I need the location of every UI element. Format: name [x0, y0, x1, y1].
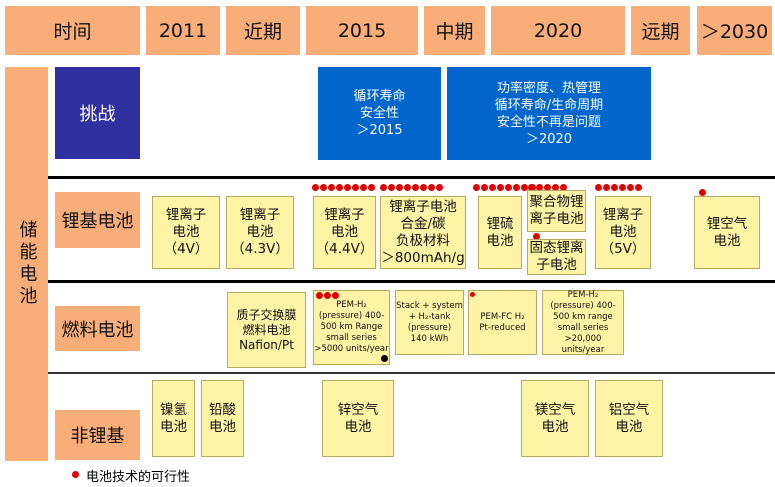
header-2020: 2020 [491, 6, 625, 55]
legend-dot [72, 471, 79, 478]
header-2030: ＞2030 [697, 6, 772, 55]
row-label-lithium: 锂基电池 [55, 192, 140, 248]
box-zinc-air: 锌空气 电池 [322, 380, 394, 457]
feasibility-dot [699, 189, 706, 196]
feasibility-dots [528, 184, 567, 191]
box-solid-state-li-ion: 固态锂离 子电池 [527, 239, 586, 275]
header-2015: 2015 [306, 6, 418, 55]
divider [48, 372, 775, 374]
black-dot-marker [381, 355, 388, 362]
header-mid-term: 中期 [424, 6, 485, 55]
side-label: 储能电池 [5, 67, 48, 461]
box-li-ion-5v: 锂离子 电池 （5V） [595, 196, 651, 269]
box-nimh: 镍氢 电池 [152, 380, 195, 457]
box-li-ion-4-4v: 锂离子 电池 （4.4V） [313, 196, 376, 269]
legend-text: 电池技术的可行性 [86, 470, 191, 485]
header-long-term: 远期 [631, 6, 690, 55]
box-pem-h2-5000: PEM-H₂ (pressure) 400- 500 km Range smal… [313, 290, 390, 365]
divider [48, 176, 775, 179]
header-near-term: 近期 [226, 6, 300, 55]
box-pem-fc-pt-reduced: PEM-FC H₂ Pt-reduced [468, 290, 537, 355]
box-aluminum-air: 铝空气 电池 [595, 380, 663, 457]
box-li-ion-alloy-anode: 锂离子电池 合金/碳 负极材料 ＞800mAh/g [380, 196, 466, 269]
box-li-ion-4-3v: 锂离子 电池 （4.3V） [226, 196, 294, 269]
feasibility-dot [533, 233, 540, 240]
box-pem-h2-20000: PEM-H₂ (pressure) 400- 500 km range smal… [542, 290, 624, 355]
feasibility-dots [316, 292, 339, 299]
row-label-challenge: 挑战 [55, 67, 140, 159]
feasibility-dots [380, 184, 443, 191]
feasibility-dots [595, 184, 642, 191]
box-li-air: 锂空气 电池 [694, 196, 760, 269]
box-magnesium-air: 镁空气 电池 [521, 380, 589, 457]
divider [48, 280, 775, 283]
box-pem-fuel-cell: 质子交换膜 燃料电池 Nafion/Pt [227, 292, 306, 368]
feasibility-dot [470, 292, 475, 297]
feasibility-dots [312, 184, 375, 191]
header-time: 时间 [5, 6, 140, 55]
box-stack-system: Stack + system + H₂-tank (pressure) 140 … [395, 290, 464, 355]
challenge-2020: 功率密度、热管理 循环寿命/生命周期 安全性不再是问题 ＞2020 [447, 67, 651, 160]
challenge-2015: 循环寿命 安全性 ＞2015 [318, 67, 441, 160]
row-label-non-lithium: 非锂基 [55, 410, 140, 460]
box-li-ion-4v: 锂离子 电池 （4V） [152, 196, 220, 269]
header-2011: 2011 [146, 6, 220, 55]
row-label-fuel-cell: 燃料电池 [55, 306, 140, 351]
box-polymer-li-ion: 聚合物锂 离子电池 [527, 190, 586, 232]
box-li-s: 锂硫 电池 [478, 196, 522, 269]
box-lead-acid: 铅酸 电池 [201, 380, 244, 457]
